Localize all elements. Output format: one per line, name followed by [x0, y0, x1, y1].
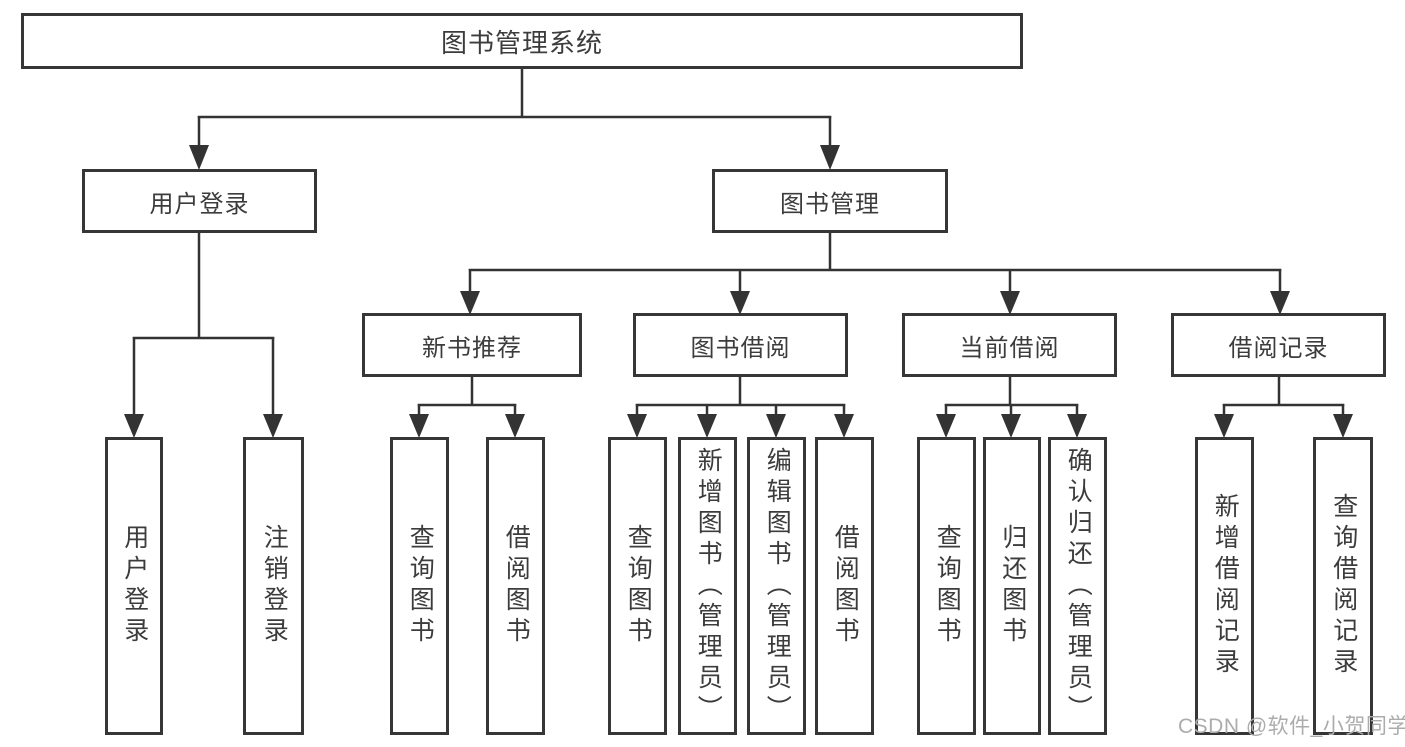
node-label: 图书借阅 — [690, 334, 791, 362]
arrowhead-down-icon — [730, 291, 750, 315]
node-label: 新书推荐 — [422, 334, 522, 362]
arrowhead-down-icon — [409, 414, 429, 438]
node-user-login: 用户登录 — [82, 169, 317, 233]
arrowhead-down-icon — [766, 414, 786, 438]
node-label: 编辑图书（管理员） — [763, 446, 792, 726]
node-label: 查询图书 — [406, 524, 435, 648]
connector-book-management-split — [460, 233, 1290, 315]
arrowhead-down-icon — [124, 414, 144, 438]
node-label: 查询图书 — [624, 524, 653, 648]
node-label: 借阅图书 — [831, 524, 860, 648]
leaf-add-borrow-record: 新增借阅记录 — [1195, 437, 1254, 735]
node-label: 查询借阅记录 — [1329, 493, 1358, 679]
connector-root-split — [189, 68, 840, 170]
node-label: 确认归还（管理员） — [1064, 446, 1093, 726]
leaf-borrow-books-new: 借阅图书 — [486, 437, 545, 735]
node-label: 新增借阅记录 — [1211, 493, 1240, 679]
arrowhead-down-icon — [460, 291, 480, 315]
arrowhead-down-icon — [627, 414, 647, 438]
arrowhead-down-icon — [697, 414, 717, 438]
leaf-query-books-new: 查询图书 — [390, 437, 449, 735]
arrowhead-down-icon — [263, 414, 283, 438]
leaf-query-books-borrow: 查询图书 — [608, 437, 667, 735]
node-label: 图书管理系统 — [440, 27, 603, 58]
connector-current-borrow-split — [936, 376, 1087, 438]
arrowhead-down-icon — [1214, 414, 1234, 438]
node-book-management: 图书管理 — [712, 169, 948, 233]
connector-book-borrow-split — [627, 376, 854, 438]
leaf-logout: 注销登录 — [243, 437, 304, 735]
node-label: 查询图书 — [933, 524, 962, 648]
node-book-borrowing: 图书借阅 — [633, 313, 848, 377]
node-label: 当前借阅 — [959, 334, 1060, 362]
leaf-query-books-current: 查询图书 — [917, 437, 976, 735]
arrowhead-down-icon — [189, 145, 209, 170]
leaf-confirm-return-admin: 确认归还（管理员） — [1048, 437, 1107, 735]
arrowhead-down-icon — [1067, 414, 1087, 438]
node-label: 用户登录 — [120, 524, 149, 648]
arrowhead-down-icon — [1333, 414, 1353, 438]
leaf-query-borrow-record: 查询借阅记录 — [1313, 437, 1373, 735]
node-library-management-system: 图书管理系统 — [21, 13, 1023, 69]
node-label: 借阅图书 — [502, 524, 531, 648]
leaf-return-books: 归还图书 — [983, 437, 1041, 735]
leaf-add-books-admin: 新增图书（管理员） — [678, 437, 737, 735]
node-label: 注销登录 — [260, 524, 289, 648]
arrowhead-down-icon — [1001, 414, 1021, 438]
node-new-book-recommendation: 新书推荐 — [362, 313, 582, 377]
leaf-user-login: 用户登录 — [105, 437, 163, 735]
arrowhead-down-icon — [1270, 291, 1290, 315]
arrowhead-down-icon — [505, 414, 525, 438]
leaf-edit-books-admin: 编辑图书（管理员） — [747, 437, 806, 735]
arrowhead-down-icon — [1000, 291, 1020, 315]
node-label: 用户登录 — [149, 190, 250, 218]
node-label: 归还图书 — [998, 524, 1027, 648]
connector-new-books-split — [409, 376, 525, 438]
arrowhead-down-icon — [820, 145, 840, 170]
leaf-borrow-books: 借阅图书 — [815, 437, 874, 735]
arrowhead-down-icon — [834, 414, 854, 438]
node-current-borrowing: 当前借阅 — [902, 313, 1117, 377]
arrowhead-down-icon — [936, 414, 956, 438]
node-label: 新增图书（管理员） — [694, 446, 723, 726]
csdn-watermark: CSDN @软件_小贺同学 — [1178, 715, 1405, 738]
node-label: 借阅记录 — [1228, 334, 1329, 362]
connector-borrow-records-split — [1214, 376, 1353, 438]
node-borrowing-records: 借阅记录 — [1171, 313, 1386, 377]
connector-user-login-split — [124, 233, 283, 438]
node-label: 图书管理 — [780, 190, 880, 218]
